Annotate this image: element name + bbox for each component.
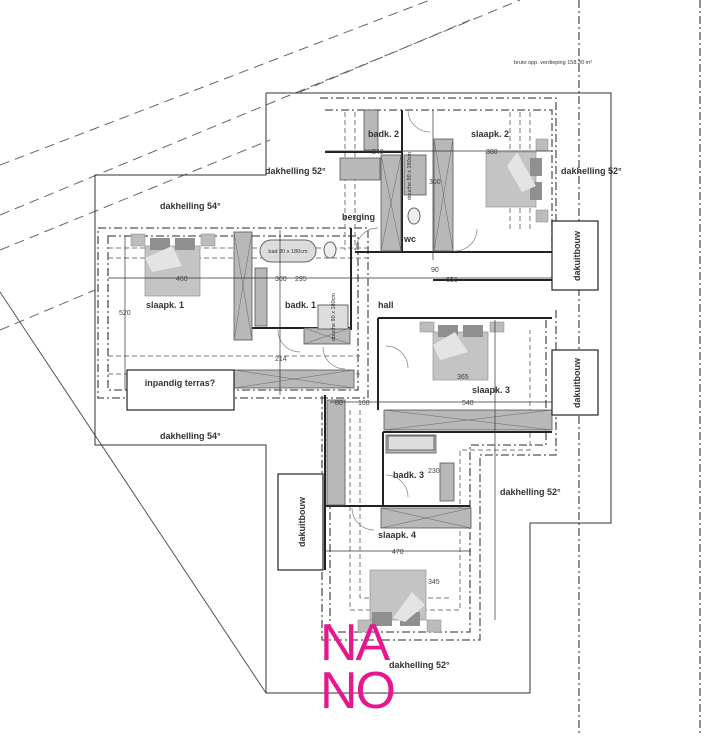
dim-214: 214 — [275, 356, 287, 363]
area-note: bruto opp. verdieping 158.30 m² — [514, 60, 592, 66]
dim-650: 650 — [446, 277, 458, 284]
room-slaapk-1: slaapk. 1 — [146, 300, 184, 310]
roof-outline — [94, 92, 612, 694]
dim-540: 540 — [462, 400, 474, 407]
dormer-2-label: dakuitbouw — [572, 357, 582, 408]
cabinets — [233, 109, 553, 529]
dim-80: 80 — [335, 400, 343, 407]
slope-54-bottom: dakhelling 54° — [160, 431, 221, 441]
dormer-1-label: dakuitbouw — [572, 230, 582, 281]
room-hall: hall — [378, 300, 394, 310]
logo-line-1: NA — [320, 614, 391, 672]
bath-label: bad 80 x 180cm — [268, 249, 308, 255]
room-slaapk-2: slaapk. 2 — [471, 129, 509, 139]
shower-1-label: douche 90 x 180cm — [331, 293, 337, 341]
dormer-3-label: dakuitbouw — [297, 496, 307, 547]
dim-90: 90 — [431, 267, 439, 274]
room-wc: wc — [403, 234, 416, 244]
shower-2-label: douche 90 x 180cm — [407, 152, 413, 200]
room-badk-1: badk. 1 — [285, 300, 316, 310]
dim-365: 365 — [457, 374, 469, 381]
nano-logo: NA NO — [320, 614, 396, 720]
dim-380: 380 — [486, 149, 498, 156]
slope-52-bottom: dakhelling 52° — [389, 660, 450, 670]
dimension-lines — [108, 110, 552, 620]
dimension-labels: 460 300 295 520 214 80 100 540 365 240 3… — [119, 149, 498, 586]
dim-295: 295 — [295, 276, 307, 283]
slope-52-mid: dakhelling 52° — [500, 487, 561, 497]
room-berging: berging — [342, 212, 375, 222]
room-badk-2: badk. 2 — [368, 129, 399, 139]
dim-345: 345 — [428, 579, 440, 586]
slope-52-right: dakhelling 52° — [561, 166, 622, 176]
doors — [277, 109, 478, 531]
beds — [130, 138, 549, 633]
dormer-1: dakuitbouw — [551, 220, 599, 291]
dim-300-vertical: 300 — [429, 179, 441, 186]
dim-520: 520 — [119, 310, 131, 317]
dim-230: 230 — [428, 468, 440, 475]
terrace-label: inpandig terras? — [145, 378, 216, 388]
dim-100: 100 — [358, 400, 370, 407]
room-badk-3: badk. 3 — [393, 470, 424, 480]
terrace-box: inpandig terras? — [126, 369, 235, 411]
roof-labels: dakhelling 54° dakhelling 54° dakhelling… — [160, 60, 622, 670]
dim-470: 470 — [392, 549, 404, 556]
room-slaapk-3: slaapk. 3 — [472, 385, 510, 395]
dim-300: 300 — [275, 276, 287, 283]
fixtures: bad 80 x 180cm douche 90 x 180cm douche … — [259, 152, 435, 451]
dormer-2: dakuitbouw — [551, 349, 599, 416]
logo-line-2: NO — [320, 662, 394, 720]
room-labels: badk. 2 slaapk. 2 berging wc slaapk. 1 b… — [146, 129, 510, 540]
room-slaapk-4: slaapk. 4 — [378, 530, 416, 540]
dim-460: 460 — [176, 276, 188, 283]
dormer-3: dakuitbouw — [277, 473, 324, 571]
walls — [250, 110, 552, 570]
slope-54-top: dakhelling 54° — [160, 201, 221, 211]
dim-240: 240 — [372, 149, 384, 156]
slope-52-left: dakhelling 52° — [265, 166, 326, 176]
